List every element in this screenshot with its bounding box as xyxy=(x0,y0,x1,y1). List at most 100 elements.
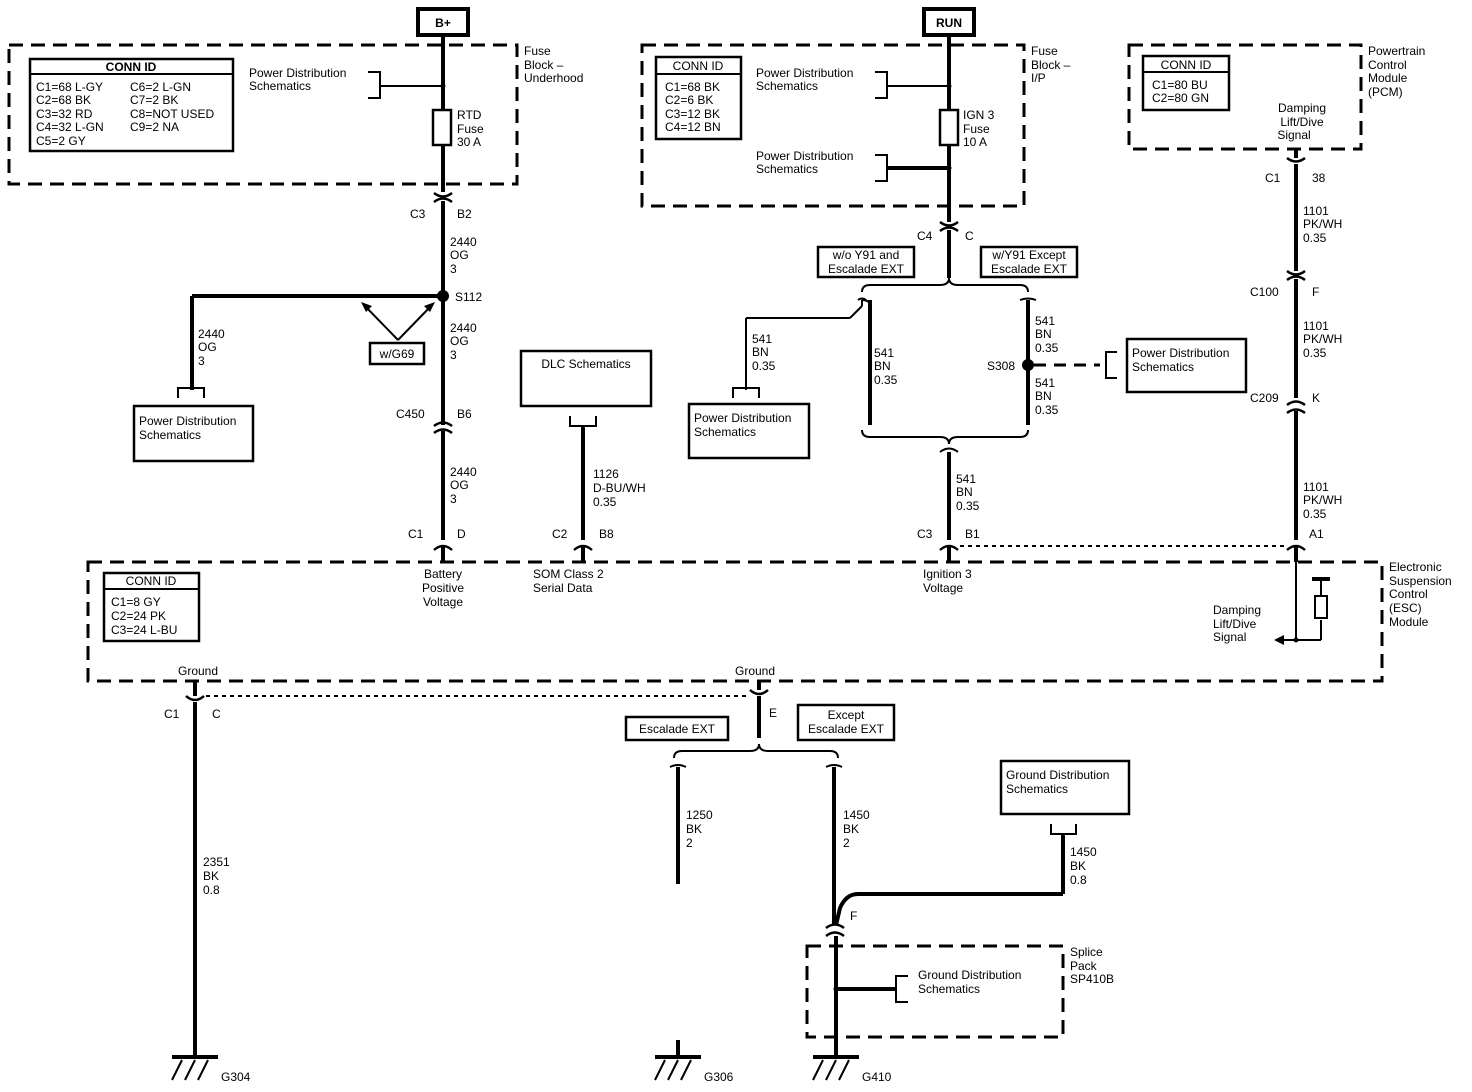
wire-label: 1126 xyxy=(593,467,619,481)
pin-label: SOM Class 2 xyxy=(533,567,604,581)
pcm-title: Powertrain xyxy=(1368,44,1425,58)
wire-label: 3 xyxy=(450,262,457,276)
option-wg69: w/G69 xyxy=(361,302,435,366)
fuse-label: RTD xyxy=(457,108,482,122)
esc-module: Electronic Suspension Control (ESC) Modu… xyxy=(86,560,1452,683)
pd-ref-text: Schematics xyxy=(756,79,818,93)
wire-label: 1250 xyxy=(686,808,713,822)
esc-title: Module xyxy=(1389,615,1429,629)
run-label: RUN xyxy=(936,16,962,30)
pin-label: Voltage xyxy=(423,595,463,609)
conn-id-title: CONN ID xyxy=(1161,58,1212,72)
arrow-icon xyxy=(1274,635,1284,645)
fuse-block-underhood: Fuse Block – Underhood CONN ID C1=68 L-G… xyxy=(7,43,583,186)
fuse-block-ip: Fuse Block – I/P CONN ID C1=68 BK C2=6 B… xyxy=(640,43,1071,208)
wire-label: OG xyxy=(450,334,469,348)
option-text: w/o Y91 and xyxy=(832,248,900,262)
ref-text: Schematics xyxy=(694,425,756,439)
wire-label: OG xyxy=(450,478,469,492)
ref-pd-right[interactable]: Power Distribution Schematics xyxy=(1125,337,1248,394)
esc-title: (ESC) xyxy=(1389,601,1422,615)
conn-row: C3=12 BK xyxy=(665,107,720,121)
ref-pd-left[interactable]: Power Distribution Schematics xyxy=(132,404,255,463)
wire-label: 541 xyxy=(1035,314,1055,328)
wire-label: 2 xyxy=(843,836,850,850)
ground-label: G306 xyxy=(704,1070,734,1084)
conn-row: C7=2 BK xyxy=(130,93,178,107)
wire-label: 3 xyxy=(198,354,205,368)
ref-text: Ground Distribution xyxy=(1006,768,1109,782)
connector-c450-b6: C450 B6 xyxy=(396,407,472,435)
fb-underhood-title-2: Block – xyxy=(524,58,564,72)
pcm-title: Control xyxy=(1368,58,1407,72)
ref-text: Schematics xyxy=(1006,782,1068,796)
wire-label: 541 xyxy=(752,332,772,346)
pin-label: Ground xyxy=(178,664,218,678)
connector-label: C1 xyxy=(408,527,424,541)
power-source-run: RUN xyxy=(922,7,976,37)
conn-row: C2=68 BK xyxy=(36,93,91,107)
fb-ip-title: Fuse xyxy=(1031,44,1058,58)
pin-label: Serial Data xyxy=(533,581,593,595)
pin-label: Damping xyxy=(1213,603,1261,617)
wire-label: 1101 xyxy=(1303,480,1329,494)
ground-g304: G304 xyxy=(171,1055,251,1084)
ground-label: G304 xyxy=(221,1070,251,1084)
connector-label: B8 xyxy=(599,527,614,541)
ref-dlc[interactable]: DLC Schematics xyxy=(519,349,653,408)
conn-id-title: CONN ID xyxy=(106,60,157,74)
connector-c100-f: C100 F xyxy=(1250,269,1319,299)
ref-pd-mid[interactable]: Power Distribution Schematics xyxy=(687,402,811,460)
splice-pack: Splice Pack SP410B Ground Distribution S… xyxy=(805,944,1114,1039)
conn-row: C2=80 GN xyxy=(1152,91,1209,105)
wire-label: 0.35 xyxy=(1303,346,1327,360)
wire-label: OG xyxy=(450,248,469,262)
connector-c4-c: C4 C xyxy=(917,220,974,243)
option-text: w/Y91 Except xyxy=(991,248,1066,262)
pin-label: Lift/Dive xyxy=(1213,617,1257,631)
ref-text: Power Distribution xyxy=(694,411,791,425)
wire-label: 541 xyxy=(1035,376,1055,390)
wire-label: 1450 xyxy=(843,808,870,822)
connector-c3-b1: C3 B1 xyxy=(917,527,980,562)
conn-row: C8=NOT USED xyxy=(130,107,214,121)
conn-id-table-ip: CONN ID C1=68 BK C2=6 BK C3=12 BK C4=12 … xyxy=(654,55,743,141)
connector-label: C3 xyxy=(410,207,426,221)
conn-row: C9=2 NA xyxy=(130,120,179,134)
option-text: Escalade EXT xyxy=(991,262,1068,276)
conn-row: C1=68 BK xyxy=(665,80,720,94)
conn-id-title: CONN ID xyxy=(673,59,724,73)
pcm-title: (PCM) xyxy=(1368,85,1403,99)
option-text: Escalade EXT xyxy=(828,262,905,276)
connector-label: C xyxy=(965,229,974,243)
wire-label: 0.8 xyxy=(1070,873,1087,887)
wire-label: PK/WH xyxy=(1303,217,1342,231)
wire-label: 0.35 xyxy=(956,499,980,513)
ref-text: Schematics xyxy=(1132,360,1194,374)
pin-label: Battery xyxy=(424,567,462,581)
fuse-label: 10 A xyxy=(963,135,987,149)
wire-label: 0.35 xyxy=(752,359,776,373)
fuse-label: 30 A xyxy=(457,135,481,149)
wire-label: 1101 xyxy=(1303,204,1329,218)
connector-label: B2 xyxy=(457,207,472,221)
connector-c3-b2: C3 B2 xyxy=(410,191,472,221)
connector-label: C xyxy=(212,707,221,721)
connector-a1: A1 xyxy=(1286,527,1324,562)
power-source-bplus: B+ xyxy=(416,7,470,37)
wire-label: 0.35 xyxy=(1035,341,1059,355)
wire-label: BK xyxy=(203,869,219,883)
connector-c1-c: C1 C xyxy=(164,695,221,721)
ref-gd-top[interactable]: Ground Distribution Schematics xyxy=(999,759,1131,816)
connector-label: C100 xyxy=(1250,285,1279,299)
conn-id-table-underhood: CONN ID C1=68 L-GY C2=68 BK C3=32 RD C4=… xyxy=(28,57,235,153)
splice-s308 xyxy=(1022,359,1034,371)
conn-row: C4=32 L-GN xyxy=(36,120,104,134)
conn-row: C1=80 BU xyxy=(1152,78,1208,92)
connector-label: C450 xyxy=(396,407,425,421)
conn-row: C1=8 GY xyxy=(111,595,161,609)
connector-label: E xyxy=(769,706,777,720)
conn-row: C4=12 BN xyxy=(665,120,721,134)
connector-label: F xyxy=(850,909,857,923)
connector-c209-k: C209 K xyxy=(1250,391,1320,415)
